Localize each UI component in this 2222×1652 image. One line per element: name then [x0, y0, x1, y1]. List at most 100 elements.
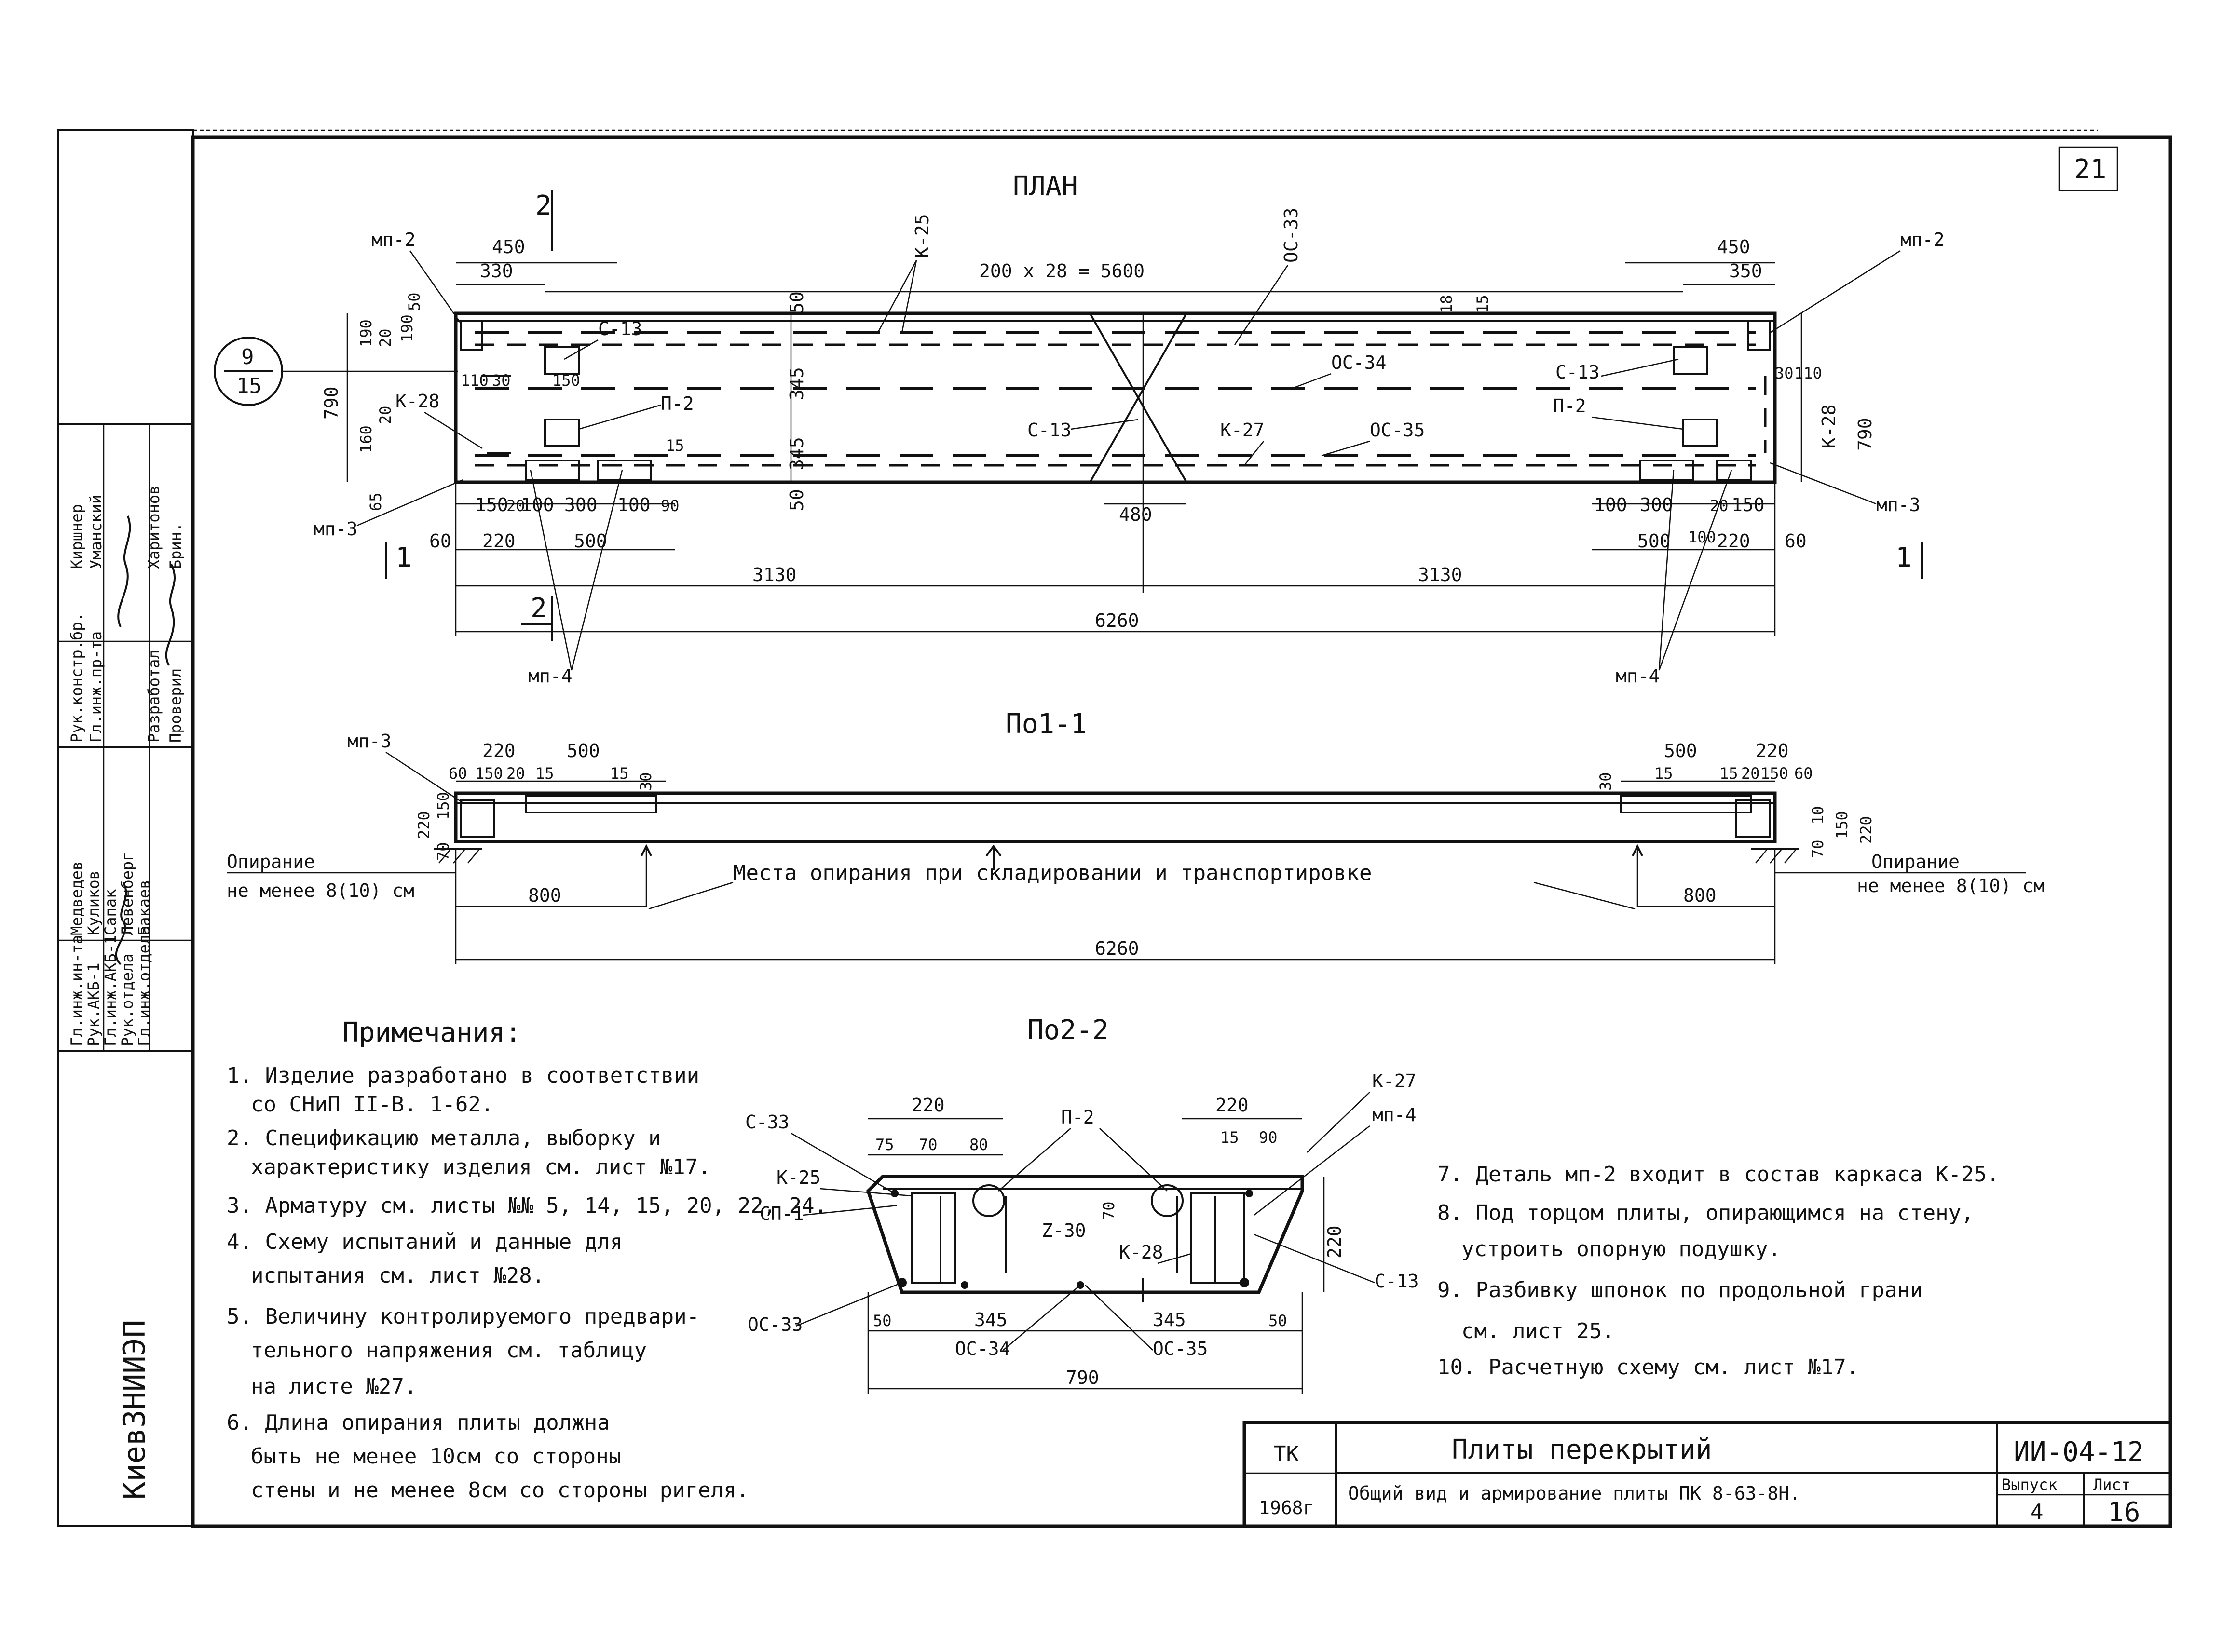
section1-embed-right [1620, 795, 1752, 813]
s2-dim-75: 75 [875, 1136, 894, 1154]
dim-65-left: 65 [367, 492, 385, 511]
leader-os34 [1292, 373, 1332, 389]
left-stamp-frame [57, 129, 194, 1527]
stamp-role-6: Гл.инж.пр-та [87, 631, 105, 743]
s2-dim-220-right: 220 [1215, 1095, 1249, 1116]
leader-s2-k25 [819, 1188, 912, 1197]
s1-dim-30-right: 30 [1596, 772, 1615, 791]
dim-500-right: 500 [1637, 530, 1671, 552]
note-left-3: характеристику изделия см. лист №17. [251, 1155, 711, 1179]
dim-190-left-b: 190 [398, 314, 416, 342]
dim-790-right: 790 [1854, 418, 1876, 451]
leader-s2-k28 [1157, 1253, 1192, 1264]
dim-330-left: 330 [480, 260, 513, 282]
s2-label-mp4: мп-4 [1372, 1104, 1417, 1125]
dim-110-left: 110 [461, 371, 489, 390]
s1-dim-10-right: 10 [1809, 806, 1827, 825]
stamp-name-2: Сапак [101, 889, 120, 935]
stamp-names: Медведев Куликов Сапак Левенберг Бакаев … [68, 486, 185, 935]
note-left-10: 6. Длина опирания плиты должна [227, 1410, 610, 1435]
support-left-2: не менее 8(10) см [227, 880, 414, 901]
stamp-roles: Гл.инж.ин-та Рук.АКБ-1 Гл.инж.АКБ-1 Рук.… [68, 612, 185, 1046]
s2-dim-70-v: 70 [1100, 1201, 1118, 1220]
notes-title: Примечания: [342, 1017, 521, 1048]
dim-345-lower: 345 [786, 437, 807, 470]
plan-s13-right [1673, 346, 1708, 375]
stamp-name-6: Уманский [87, 495, 105, 569]
dim-60-left: 60 [429, 530, 451, 552]
leader-s2-os35 [1085, 1285, 1153, 1351]
dim-450-left: 450 [492, 236, 525, 257]
callout-bottom: 15 [236, 374, 262, 398]
support-left-1: Опирание [227, 851, 315, 872]
dim-800-left: 800 [528, 885, 561, 906]
tb-sheet-label: Лист [2093, 1476, 2130, 1494]
plan-p2-right [1682, 419, 1718, 447]
s1-dim-220-left: 220 [482, 740, 516, 761]
leader-p2-right [1591, 416, 1684, 430]
section1-mp3-left [460, 799, 495, 838]
s2-label-os33: ОС-33 [748, 1314, 803, 1335]
s1-dim-15-left: 15 [535, 764, 554, 783]
leader-s2-mp4 [1254, 1125, 1370, 1216]
plan-title: ПЛАН [1013, 171, 1078, 202]
s2-dim-80: 80 [969, 1136, 988, 1154]
s1-dim-500-left: 500 [567, 740, 600, 761]
dim-60-right: 60 [1785, 530, 1807, 552]
note-left-7: 5. Величину контролируемого предвари- [227, 1304, 699, 1329]
note-left-6: испытания см. лист №28. [251, 1263, 545, 1288]
leader-s2-p2-a [998, 1128, 1071, 1192]
s1-dim-220-left-v: 220 [415, 811, 433, 839]
section-mark-1-right: 1 [1895, 542, 1912, 573]
leader-mp3-right [1770, 462, 1877, 505]
stamp-role-0: Гл.инж.ин-та [68, 935, 86, 1046]
dim-110-right: 110 [1794, 364, 1822, 382]
plan-label-mp4-right: мп-4 [1616, 665, 1660, 687]
section1-slab [454, 791, 1777, 843]
leader-k28-left [424, 411, 483, 449]
s2-dim-220-left: 220 [912, 1095, 945, 1116]
plan-s13-left [544, 346, 580, 375]
plan-label-mp4-left: мп-4 [528, 665, 573, 687]
leader-section1-mp3 [385, 751, 463, 804]
s2-label-k28: К-28 [1119, 1242, 1163, 1263]
leader-k25-a [877, 260, 917, 333]
storage-leader-right [1533, 881, 1636, 910]
support-right-1: Опирание [1871, 851, 1960, 872]
tb-title-1: Плиты перекрытий [1452, 1434, 1712, 1465]
s2-label-k25: К-25 [777, 1167, 821, 1188]
tb-tk: ТК [1273, 1442, 1299, 1466]
plan-label-p2-right: П-2 [1553, 395, 1586, 417]
s2-dim-345-left: 345 [974, 1309, 1008, 1330]
s1-dim-15-left-b: 15 [610, 764, 629, 783]
leader-k25-b [901, 260, 917, 333]
notes-right: 7. Деталь мп-2 входит в состав каркаса К… [1437, 1162, 2000, 1380]
note-right-5: 10. Расчетную схему см. лист №17. [1437, 1355, 1859, 1380]
stamp-role-3: Рук.отдела [118, 953, 136, 1046]
storage-leader-left [648, 881, 734, 910]
note-left-9: на листе №27. [251, 1374, 417, 1399]
stamp-name-1: Куликов [84, 870, 103, 935]
dim-160-left: 160 [357, 425, 375, 453]
tb-year: 1968г [1259, 1497, 1314, 1518]
dim-350-right: 350 [1729, 260, 1762, 282]
s1-dim-15-right-b: 15 [1719, 764, 1738, 783]
s1-dim-70-left: 70 [434, 842, 452, 861]
section2-void-left [972, 1184, 1005, 1217]
plan-mp2-left [460, 320, 483, 351]
dim-6260-plan: 6260 [1095, 610, 1139, 631]
plan-label-os34: ОС-34 [1331, 352, 1386, 373]
plan-label-os33: ОС-33 [1281, 208, 1302, 263]
dim-18: 18 [1437, 295, 1456, 313]
dim-150-left-top: 150 [552, 371, 580, 390]
support-right-2: не менее 8(10) см [1857, 875, 2045, 896]
stamp-role-7: Разработал [145, 650, 163, 743]
stamp-role-5: Рук.констр.бр. [68, 612, 86, 743]
dim-20-left-c: 20 [506, 497, 525, 515]
dim-3130-left: 3130 [752, 564, 797, 585]
section1-title: По1-1 [1006, 708, 1087, 740]
dim-100-left: 100 [521, 494, 554, 515]
dim-100-right-b: 100 [1688, 528, 1716, 546]
notes-left: 1. Изделие разработано в соответствии со… [227, 1063, 827, 1503]
